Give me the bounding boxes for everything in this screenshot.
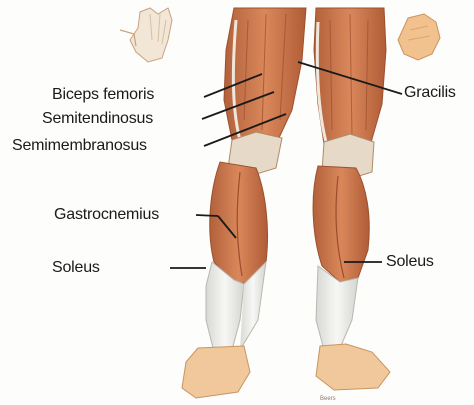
label-semimembranosus: Semimembranosus — [12, 137, 147, 155]
right-hand — [398, 14, 440, 60]
right-foot — [316, 344, 390, 390]
right-leg: Beers — [313, 8, 390, 402]
label-gracilis: Gracilis — [404, 84, 456, 102]
left-leg — [182, 8, 306, 398]
label-soleus-right: Soleus — [386, 253, 434, 271]
left-hand — [120, 8, 172, 62]
svg-text:Beers: Beers — [320, 396, 336, 402]
left-foot — [182, 346, 250, 398]
label-biceps-femoris: Biceps femoris — [52, 86, 154, 104]
leader-gastrocnemius — [196, 215, 218, 216]
label-soleus-left: Soleus — [52, 259, 100, 277]
label-gastrocnemius: Gastrocnemius — [54, 206, 159, 224]
label-semitendinosus: Semitendinosus — [42, 110, 153, 128]
